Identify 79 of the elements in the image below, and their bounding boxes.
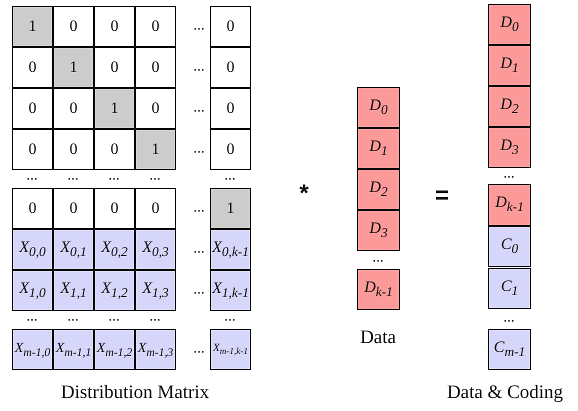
matrix-cell: X$_{1,2}$ bbox=[94, 270, 135, 311]
matrix-cell: X$_{m-1,3}$ bbox=[135, 329, 176, 370]
matrix-cell: 1 bbox=[210, 188, 251, 229]
matrix-cell: 0 bbox=[12, 47, 53, 88]
matrix-cell: 1 bbox=[94, 88, 135, 129]
operator-symbol: = bbox=[435, 182, 449, 210]
matrix-cell: X$_{m-1,1}$ bbox=[53, 329, 94, 370]
ellipsis: ... bbox=[224, 168, 236, 184]
matrix-cell: 0 bbox=[94, 6, 135, 47]
matrix-cell: D$_{2}$ bbox=[488, 86, 531, 127]
matrix-cell: 0 bbox=[135, 47, 176, 88]
matrix-cell: X$_{m-1,0}$ bbox=[12, 329, 53, 370]
ellipsis: ... bbox=[193, 282, 205, 298]
matrix-cell: D$_{1}$ bbox=[488, 45, 531, 86]
ellipsis: ... bbox=[193, 200, 205, 216]
matrix-cell: 0 bbox=[94, 188, 135, 229]
matrix-cell: X$_{0,k-1}$ bbox=[210, 229, 251, 270]
matrix-cell: 0 bbox=[12, 88, 53, 129]
matrix-cell: D$_{1}$ bbox=[357, 128, 400, 169]
matrix-cell: D$_{0}$ bbox=[357, 87, 400, 128]
matrix-cell: X$_{0,2}$ bbox=[94, 229, 135, 270]
matrix-cell: 0 bbox=[12, 188, 53, 229]
matrix-cell: 0 bbox=[53, 188, 94, 229]
matrix-cell: D$_{k-1}$ bbox=[357, 269, 400, 310]
ellipsis: ... bbox=[67, 168, 79, 184]
matrix-cell: 0 bbox=[210, 6, 251, 47]
matrix-cell: D$_{0}$ bbox=[488, 4, 531, 45]
matrix-cell: 1 bbox=[12, 6, 53, 47]
matrix-cell: 0 bbox=[94, 129, 135, 170]
ellipsis: ... bbox=[26, 168, 38, 184]
matrix-cell: X$_{m-1,k-1}$ bbox=[210, 329, 251, 370]
matrix-cell: X$_{0,0}$ bbox=[12, 229, 53, 270]
matrix-cell: X$_{m-1,2}$ bbox=[94, 329, 135, 370]
ellipsis: ... bbox=[149, 308, 161, 326]
ellipsis: ... bbox=[193, 240, 205, 258]
caption: Distribution Matrix bbox=[60, 382, 210, 404]
ellipsis: ... bbox=[193, 340, 205, 358]
matrix-cell: 0 bbox=[12, 129, 53, 170]
ellipsis: ... bbox=[503, 166, 515, 182]
ellipsis: ... bbox=[149, 168, 161, 184]
matrix-cell: X$_{0,1}$ bbox=[53, 229, 94, 270]
matrix-cell: 0 bbox=[135, 188, 176, 229]
matrix-cell: 0 bbox=[53, 88, 94, 129]
matrix-cell: 1 bbox=[135, 129, 176, 170]
matrix-cell: D$_{3}$ bbox=[488, 127, 531, 168]
ellipsis: ... bbox=[67, 308, 79, 326]
matrix-cell: X$_{1,3}$ bbox=[135, 270, 176, 311]
matrix-cell: X$_{1,k-1}$ bbox=[210, 270, 251, 311]
caption: Data bbox=[360, 327, 396, 349]
matrix-cell: 0 bbox=[135, 6, 176, 47]
ellipsis: ... bbox=[108, 308, 120, 326]
matrix-cell: 0 bbox=[135, 88, 176, 129]
ellipsis: ... bbox=[503, 310, 515, 326]
matrix-cell: 0 bbox=[210, 129, 251, 170]
matrix-cell: 0 bbox=[53, 129, 94, 170]
matrix-cell: D$_{3}$ bbox=[357, 210, 400, 251]
matrix-cell: 0 bbox=[94, 47, 135, 88]
matrix-cell: 0 bbox=[210, 88, 251, 129]
ellipsis: ... bbox=[372, 250, 384, 266]
matrix-cell: X$_{1,1}$ bbox=[53, 270, 94, 311]
ellipsis: ... bbox=[193, 18, 205, 34]
matrix-cell: X$_{1,0}$ bbox=[12, 270, 53, 311]
ellipsis: ... bbox=[193, 140, 205, 158]
ellipsis: ... bbox=[26, 308, 38, 326]
ellipsis: ... bbox=[193, 58, 205, 76]
caption: Data & Coding bbox=[446, 382, 564, 404]
operator-symbol: * bbox=[299, 180, 309, 208]
matrix-cell: C$_{1}$ bbox=[488, 268, 531, 309]
ellipsis: ... bbox=[108, 168, 120, 184]
ellipsis: ... bbox=[224, 308, 236, 326]
matrix-cell: 1 bbox=[53, 47, 94, 88]
matrix-cell: D$_{2}$ bbox=[357, 169, 400, 210]
matrix-cell: D$_{k-1}$ bbox=[488, 184, 531, 226]
matrix-cell: 0 bbox=[210, 47, 251, 88]
matrix-cell: 0 bbox=[53, 6, 94, 47]
matrix-cell: C$_{m-1}$ bbox=[488, 329, 531, 370]
matrix-cell: C$_{0}$ bbox=[488, 226, 531, 267]
matrix-cell: X$_{0,3}$ bbox=[135, 229, 176, 270]
ellipsis: ... bbox=[193, 100, 205, 116]
